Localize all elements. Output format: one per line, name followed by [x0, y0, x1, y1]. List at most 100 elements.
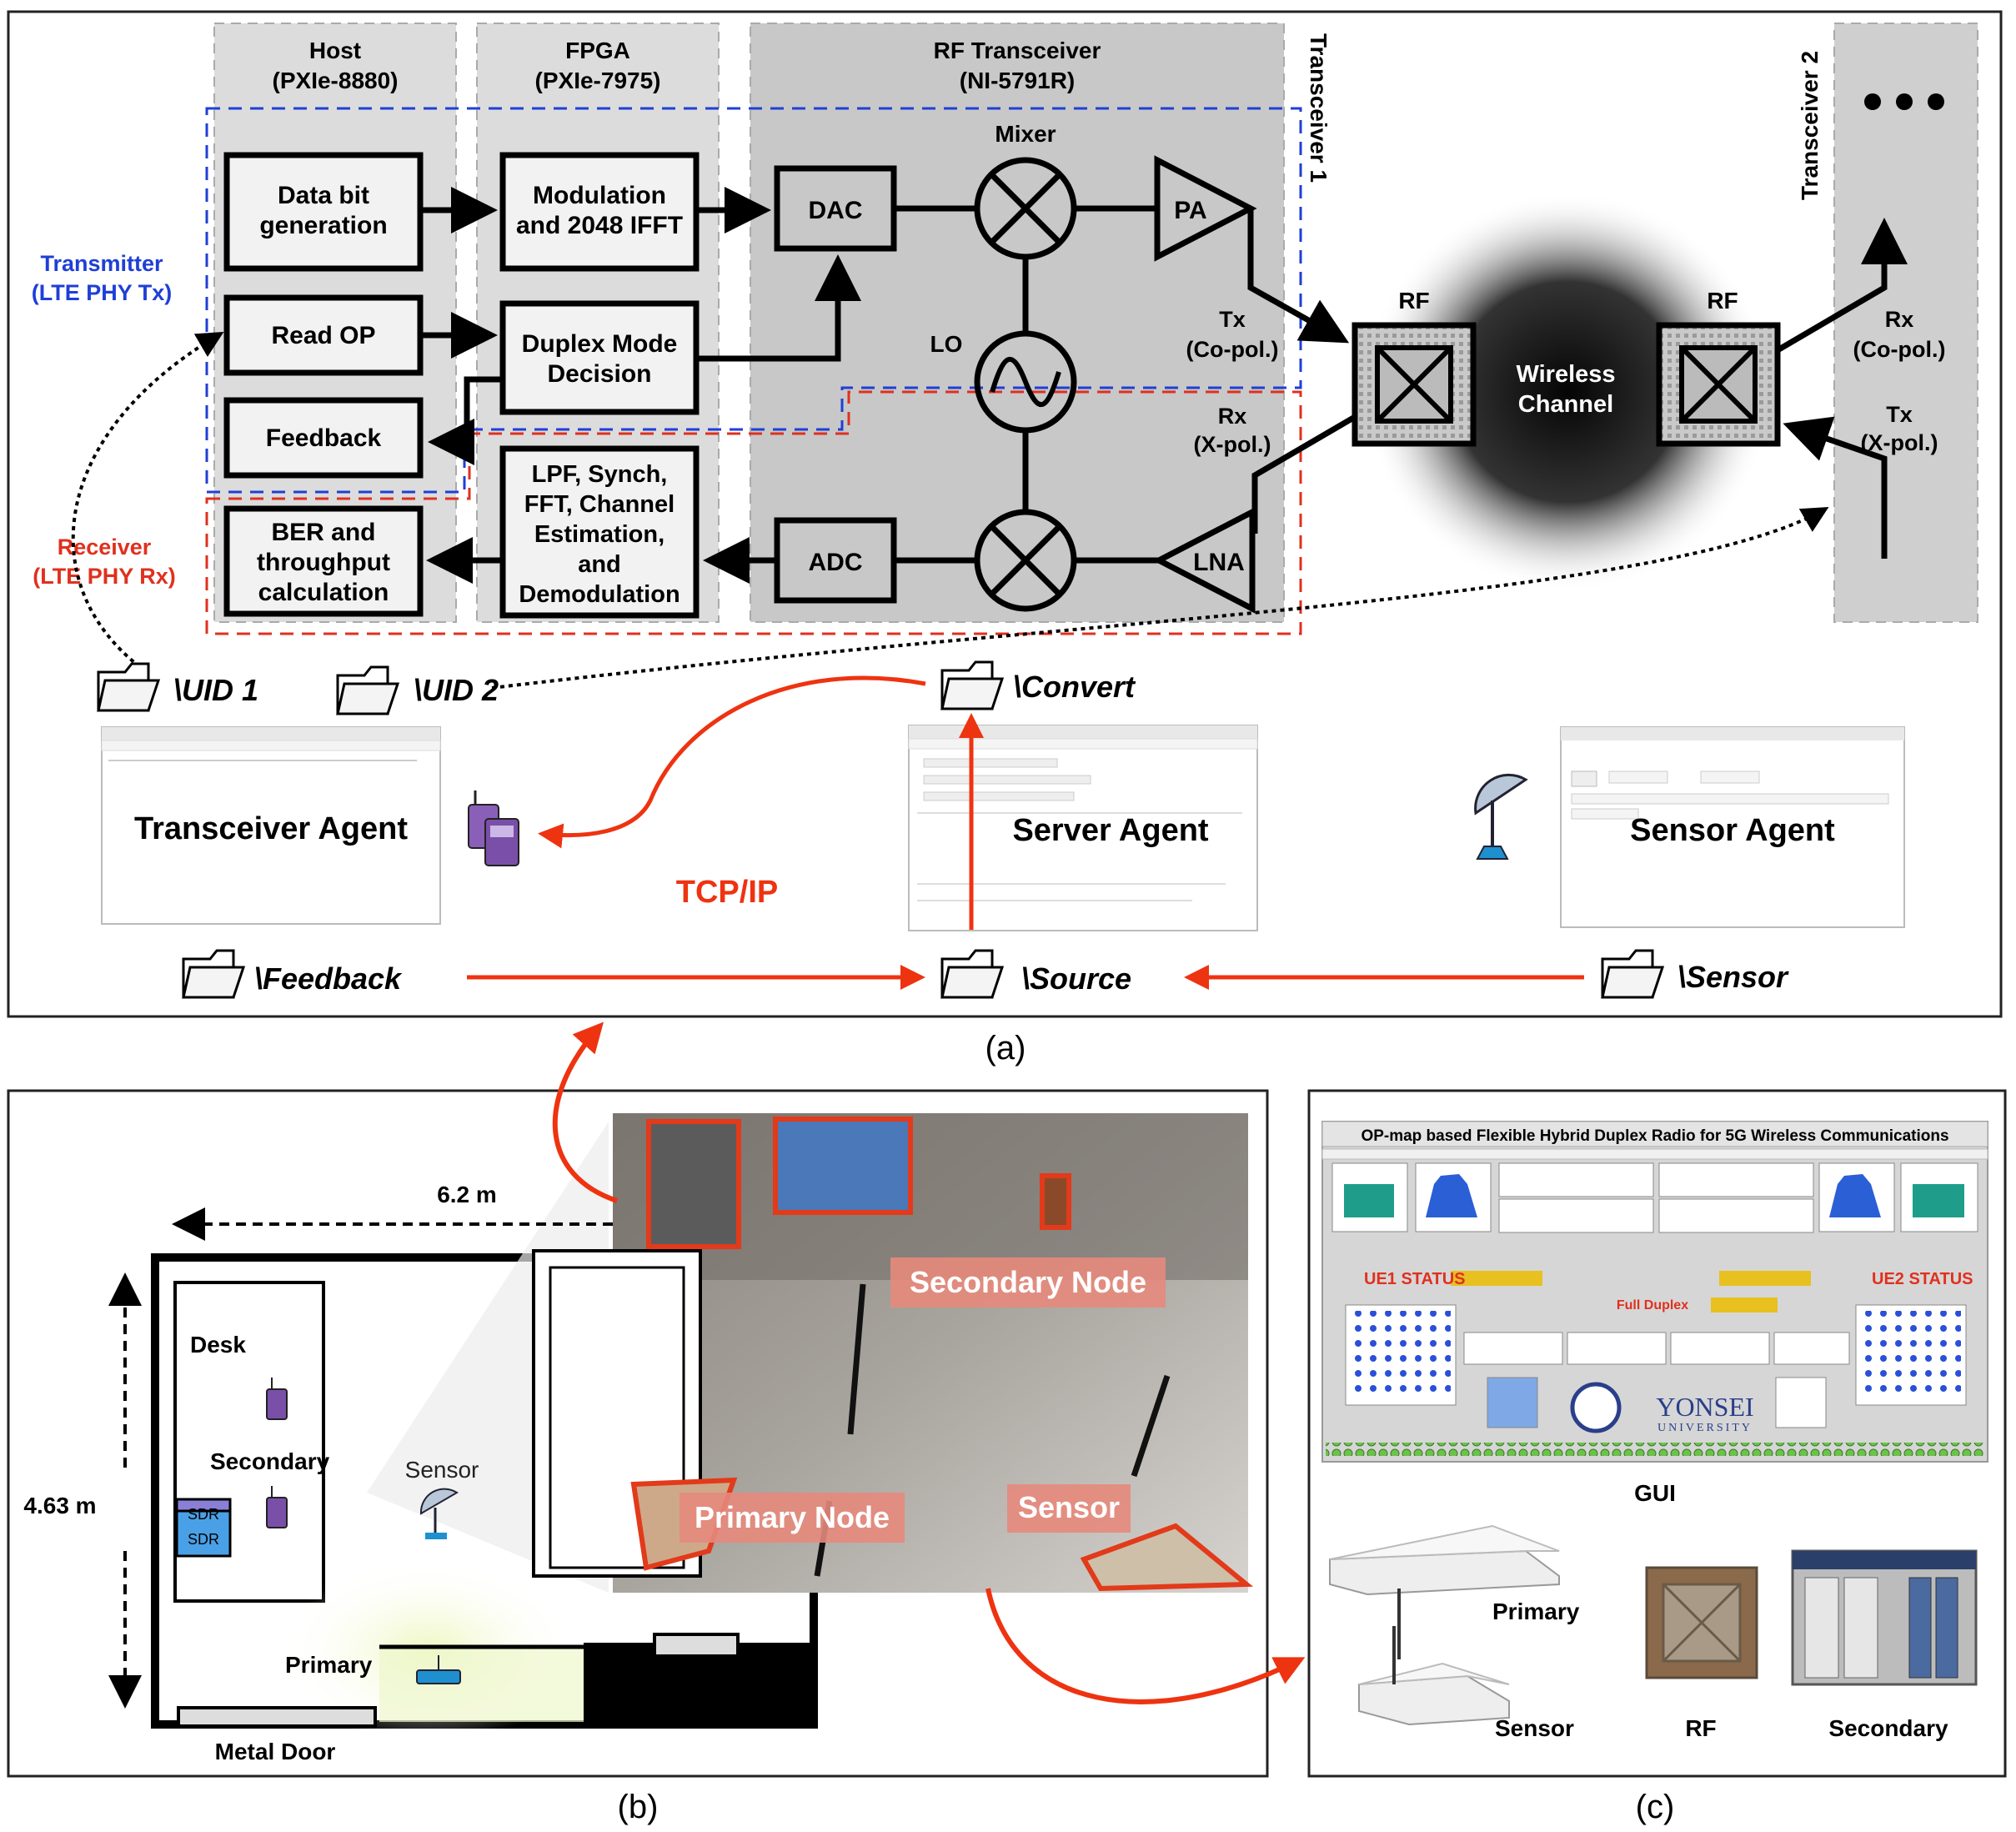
- university-label: UNIVERSITY: [1657, 1422, 1753, 1434]
- transmitter-label: Transmitter: [40, 251, 163, 276]
- secondary-node-label: Secondary Node: [910, 1265, 1146, 1299]
- uid1-folder: \UID 1: [173, 673, 258, 707]
- rf-subtitle: (NI-5791R): [960, 68, 1075, 93]
- phone-icon: [468, 791, 519, 866]
- folder-icon-convert: [940, 660, 1005, 710]
- lpf-text-4: and: [578, 551, 621, 578]
- ber-text-2: throughput: [257, 549, 390, 576]
- lpf-text-3: Estimation,: [534, 521, 664, 548]
- sensor-folder: \Sensor: [1677, 960, 1789, 994]
- lna-text: LNA: [1193, 549, 1245, 576]
- lpf-text-1: LPF, Synch,: [532, 461, 668, 488]
- rf1-label: RF: [1398, 288, 1429, 314]
- uid2-folder: \UID 2: [414, 673, 499, 707]
- uid2-curve: [491, 507, 1829, 690]
- tx2-sublabel: (X-pol.): [1861, 430, 1938, 455]
- metal-door-shape: [177, 1706, 377, 1728]
- tcp-arrows: [467, 675, 1584, 990]
- wireless-channel-cloud: [1363, 192, 1772, 592]
- primary-node-tag: [680, 1493, 905, 1543]
- sensor-agent-window: [1560, 726, 1905, 928]
- host-title: Host: [309, 38, 361, 63]
- convert-folder: \Convert: [1013, 670, 1136, 704]
- secondary-chassis: [1791, 1549, 1978, 1686]
- duplex-text-1: Duplex Mode: [522, 330, 678, 358]
- photo-highlight-outlines: [630, 1117, 1254, 1592]
- fpga-subtitle: (PXIe-7975): [535, 68, 661, 93]
- host-subtitle: (PXIe-8880): [273, 68, 399, 93]
- ber-block: [223, 505, 424, 617]
- sensor-plan-label: Sensor: [405, 1457, 479, 1483]
- rf-antenna-photo: [1645, 1566, 1758, 1679]
- feedback-block: [223, 397, 424, 479]
- signal-arrows: [420, 187, 1908, 584]
- sensor-agent-label: Sensor Agent: [1630, 813, 1835, 848]
- duplex-block: [499, 300, 700, 415]
- rx1-sublabel: (X-pol.): [1194, 432, 1271, 457]
- primary-plan-label: Primary: [285, 1652, 373, 1678]
- sensor-photo-label: Sensor: [1018, 1490, 1120, 1524]
- phone-icon-desk-1: [266, 1378, 288, 1420]
- server-agent-window: [908, 725, 1258, 931]
- ellipsis-dots: [1864, 93, 1944, 110]
- phone-icon-desk-2: [266, 1486, 288, 1528]
- gui-screenshot: [1321, 1121, 1988, 1463]
- rx1-label: Rx: [1218, 404, 1247, 429]
- feedback-text: Feedback: [266, 424, 382, 452]
- lna-amplifier: [1152, 507, 1256, 614]
- channel-label-1: Wireless: [1516, 361, 1615, 388]
- feedback-folder: \Feedback: [254, 961, 403, 996]
- sdr-label-2: SDR: [188, 1531, 219, 1548]
- primary-device: [1329, 1524, 1560, 1659]
- primary-device-label: Primary: [1492, 1599, 1580, 1624]
- secondary-node-tag: [890, 1257, 1166, 1307]
- yonsei-label: YONSEI: [1656, 1392, 1753, 1422]
- panel-c-caption: (c): [1636, 1789, 1675, 1825]
- transceiver-agent-window: [101, 726, 441, 925]
- transceiver2-label: Transceiver 2: [1797, 51, 1823, 200]
- duplex-text-2: Decision: [547, 360, 651, 388]
- secondary-plan-label: Secondary: [210, 1448, 330, 1474]
- ber-text-1: BER and: [271, 519, 375, 546]
- tcpip-label: TCP/IP: [676, 875, 778, 910]
- secondary-device-label: Secondary: [1828, 1715, 1948, 1741]
- lpf-text-2: FFT, Channel: [524, 491, 675, 518]
- folder-icon-feedback: [182, 949, 246, 999]
- data-bit-text-2: generation: [259, 212, 387, 239]
- width-label: 6.2 m: [437, 1182, 497, 1207]
- folder-icon-uid2: [336, 665, 400, 715]
- modulation-text-1: Modulation: [533, 182, 666, 209]
- adc-text: ADC: [809, 549, 863, 576]
- metal-door-label: Metal Door: [215, 1739, 336, 1764]
- sdr-box: [175, 1509, 232, 1558]
- folder-icon-sensor: [1601, 949, 1665, 999]
- panel-a-caption: (a): [985, 1030, 1026, 1067]
- transmitter-region: [205, 107, 1302, 494]
- photo-to-c-arrow: [985, 1588, 1306, 1704]
- folder-icon-uid1: [97, 662, 161, 712]
- tx2-label: Tx: [1886, 402, 1913, 427]
- ue1-status: UE1 STATUS: [1364, 1270, 1466, 1288]
- desk-label: Desk: [190, 1332, 246, 1358]
- lpf-text-5: Demodulation: [519, 581, 680, 608]
- channel-label-2: Channel: [1518, 391, 1613, 418]
- transmitter-sublabel: (LTE PHY Tx): [32, 280, 173, 305]
- dac-text: DAC: [809, 197, 863, 224]
- rf2-label: RF: [1707, 288, 1738, 314]
- receiver-sublabel: (LTE PHY Rx): [33, 564, 176, 589]
- cabinet-vent: [653, 1633, 740, 1658]
- receiver-label: Receiver: [58, 535, 152, 560]
- dac-block: [774, 165, 897, 252]
- photo-to-a-arrow: [552, 1021, 618, 1203]
- rf-title: RF Transceiver: [934, 38, 1101, 63]
- tx1-sublabel: (Co-pol.): [1186, 337, 1279, 362]
- primary-zone: [379, 1647, 592, 1722]
- gui-label: GUI: [1634, 1480, 1676, 1506]
- folder-icon-source: [940, 949, 1005, 999]
- panel-b-caption: (b): [618, 1789, 659, 1825]
- pa-text: PA: [1174, 197, 1206, 224]
- rf-antenna-2: [1656, 322, 1781, 447]
- fpga-title: FPGA: [565, 38, 630, 63]
- sensor-tag: [1007, 1484, 1131, 1533]
